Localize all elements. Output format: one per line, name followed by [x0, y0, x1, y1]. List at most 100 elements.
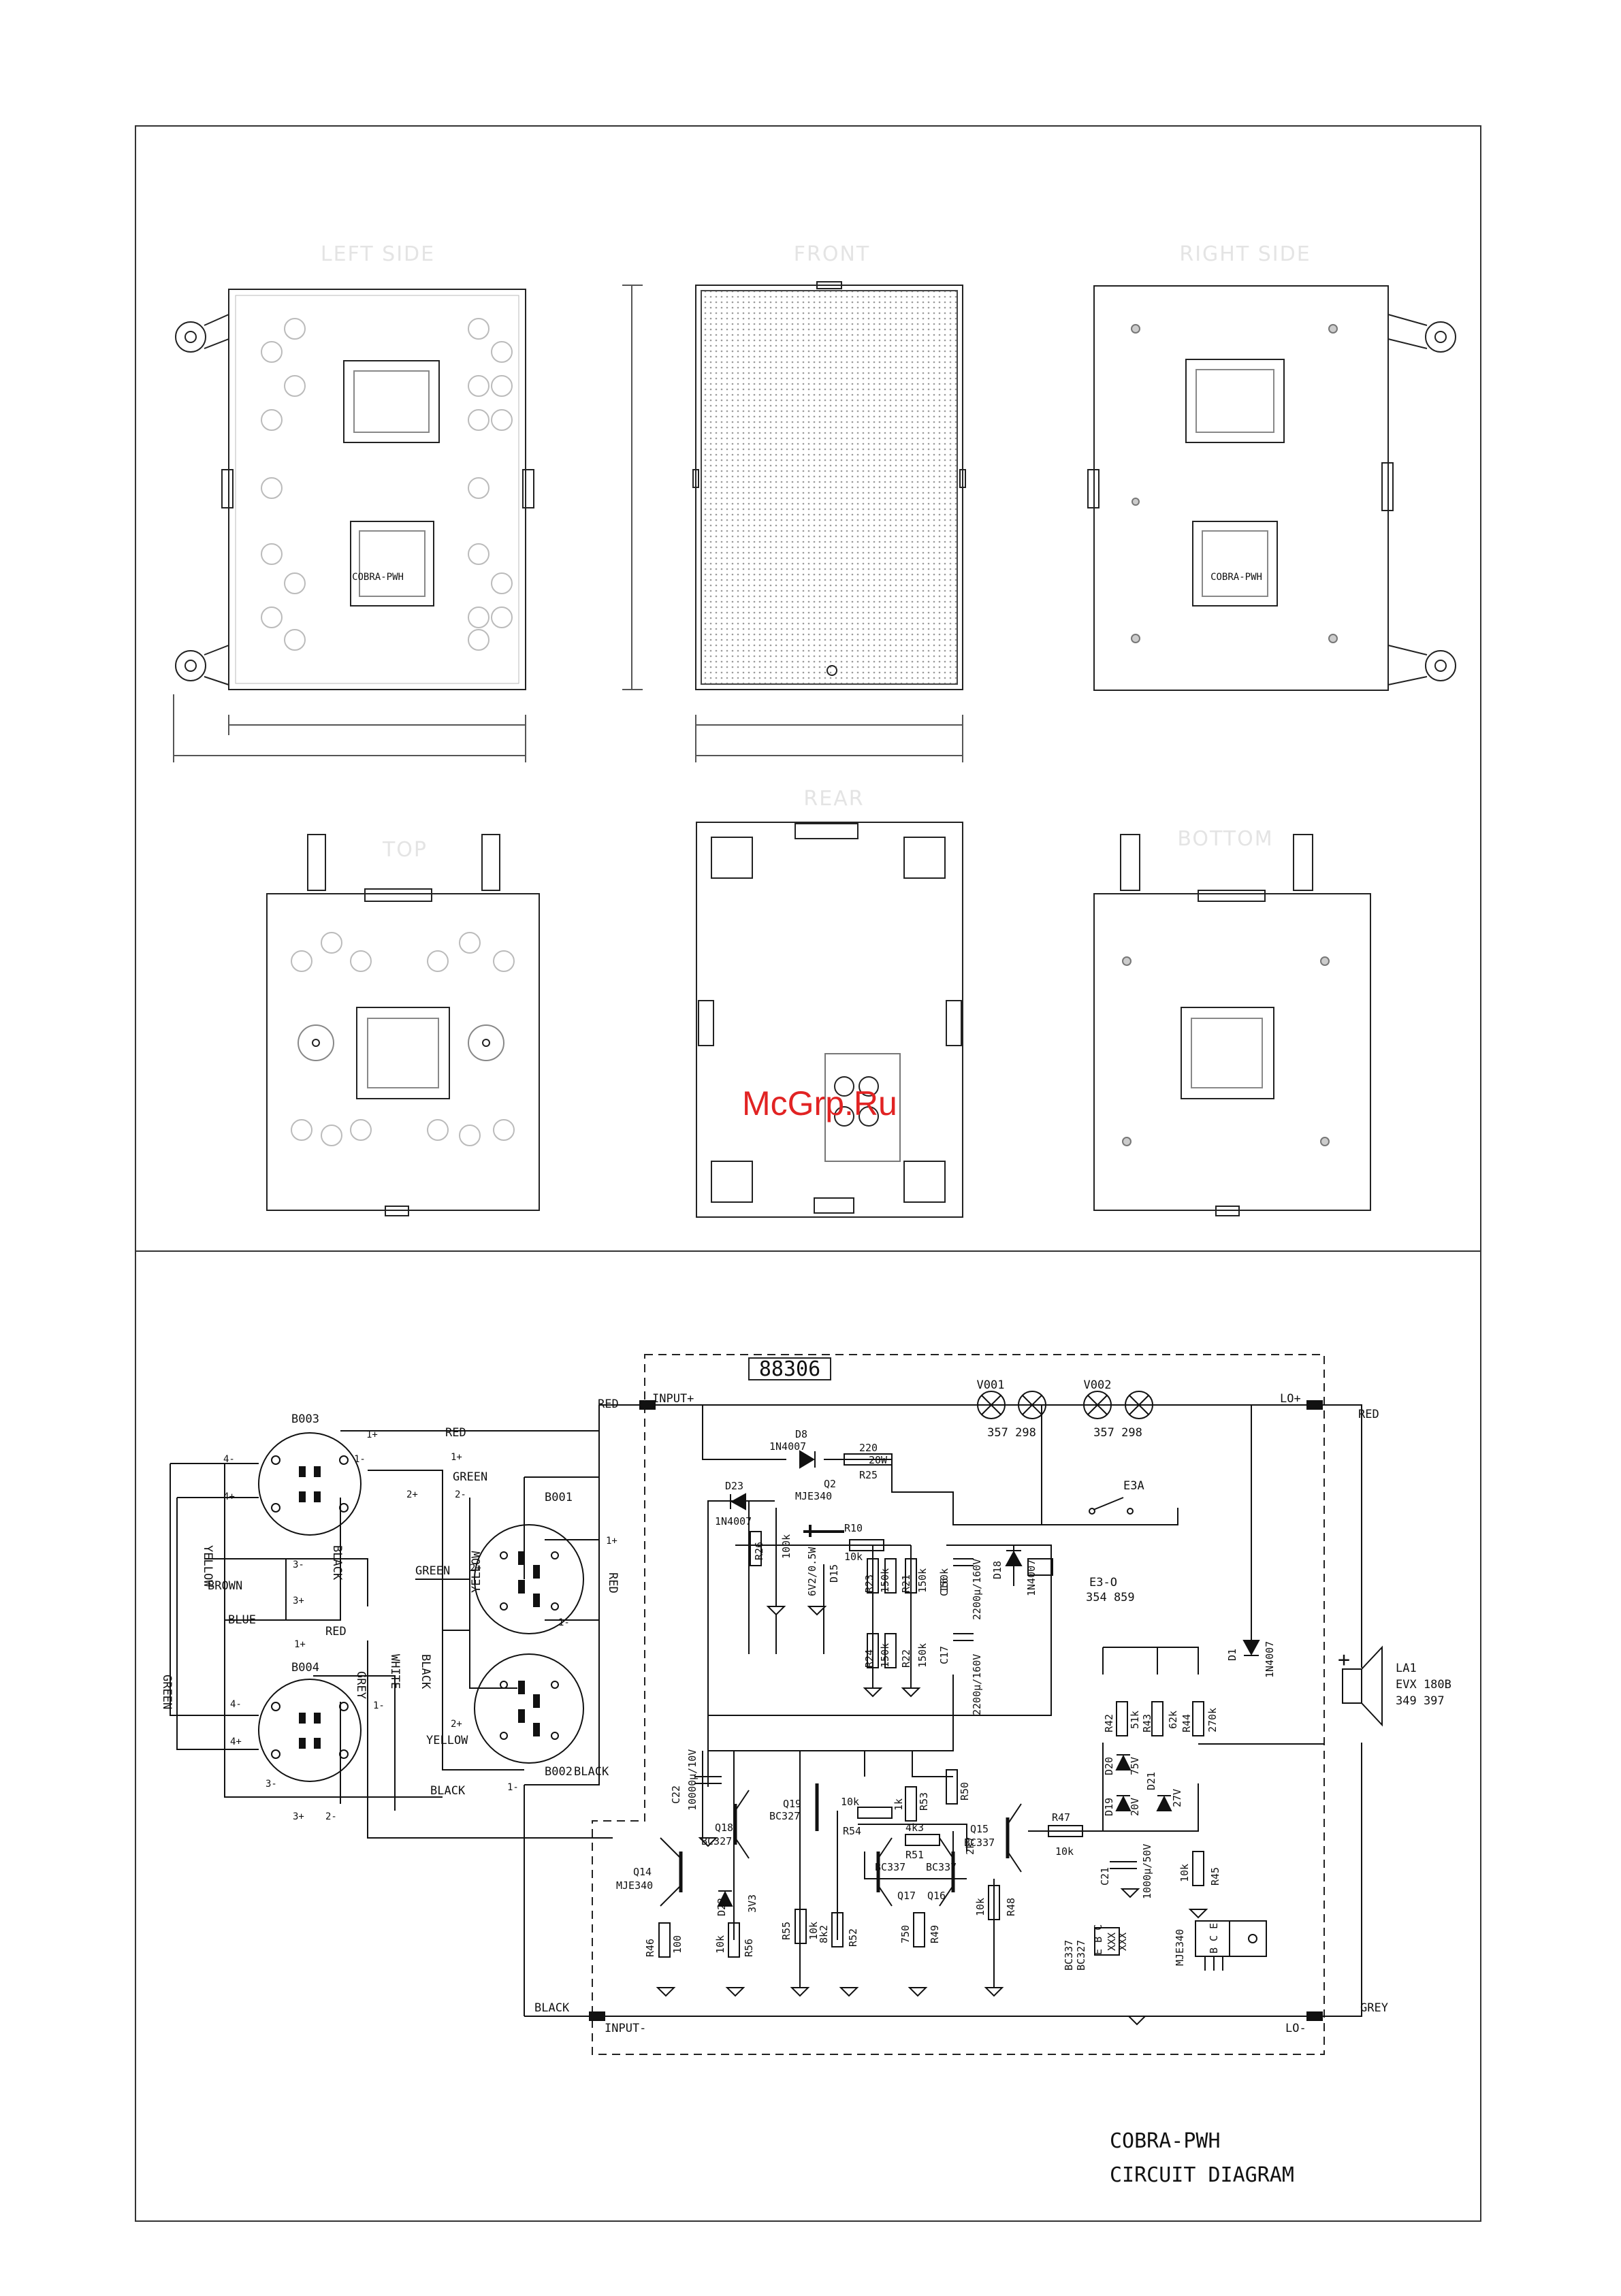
label-r26-value: 100k: [780, 1534, 792, 1559]
wire-black-b002: BLACK: [574, 1765, 609, 1779]
label-q17: Q17: [897, 1890, 916, 1902]
label-r56-value: 10k: [714, 1935, 726, 1954]
label-d8-value: 1N4007: [769, 1440, 806, 1453]
label-pkg-xxx-1: XXX: [1106, 1933, 1118, 1951]
title-line-2: CIRCUIT DIAGRAM: [1110, 2163, 1294, 2187]
label-q16: Q16: [927, 1890, 946, 1902]
top-view: [266, 834, 540, 1216]
label-r53-value: 1k: [893, 1798, 905, 1811]
connector-b004-label: B004: [291, 1661, 319, 1675]
label-pin-ebc: E B C: [1092, 1924, 1104, 1955]
connector-b003: [258, 1432, 362, 1536]
label-q15-value: BC337: [964, 1837, 995, 1849]
pin-b004-4m: 4-: [230, 1699, 242, 1710]
label-c16-value: 2200µ/160V: [971, 1559, 983, 1620]
label-d8: D8: [795, 1428, 807, 1440]
pin-b004-1m: 1-: [373, 1700, 385, 1711]
label-q2: Q2: [824, 1478, 836, 1490]
label-r56: R56: [743, 1939, 755, 1957]
port-input-minus: INPUT-: [605, 2022, 646, 2035]
front-view: [622, 281, 966, 762]
label-d15: D15: [828, 1564, 840, 1583]
label-q2-value: MJE340: [795, 1490, 832, 1502]
pin-b004-4p: 4+: [230, 1736, 242, 1747]
pin-b001-1m: 1-: [558, 1617, 570, 1628]
pin-b001-1p-r: 1+: [606, 1536, 617, 1547]
label-d19-value: 20V: [1129, 1798, 1141, 1816]
wire-red-input: RED: [598, 1397, 619, 1411]
label-c22-value: 10000µ/10V: [686, 1749, 699, 1811]
label-d1: D1: [1226, 1649, 1238, 1661]
label-d22: D22: [716, 1898, 728, 1916]
pin-b002-1m: 1-: [507, 1782, 519, 1793]
lamp-v001-code: 357 298: [987, 1426, 1036, 1440]
right-side-view: [1087, 285, 1456, 691]
label-pkg-xxx-2: XXX: [1117, 1933, 1129, 1951]
label-r50: R50: [959, 1782, 971, 1800]
label-r45-value: 10k: [1178, 1864, 1191, 1882]
pin-b003-4m: 4-: [223, 1454, 235, 1465]
label-c17: C17: [938, 1646, 950, 1664]
lamp-v001-label: V001: [977, 1378, 1005, 1392]
pin-b004-3p: 3+: [293, 1811, 304, 1822]
wire-green-mid: GREEN: [415, 1564, 450, 1578]
connector-b001: [474, 1524, 584, 1634]
label-r46: R46: [644, 1939, 656, 1957]
wire-red-b003: RED: [445, 1426, 466, 1440]
label-r46-value: 100: [671, 1935, 684, 1954]
label-d15-value: 6V2/0.5W: [806, 1547, 818, 1596]
speaker-model: EVX 180B: [1396, 1678, 1451, 1692]
label-right-side: RIGHT SIDE: [1179, 242, 1311, 266]
label-r21: R21: [900, 1574, 912, 1593]
label-q18: Q18: [715, 1822, 733, 1834]
wire-yellow-b001: YELLOW: [470, 1551, 483, 1593]
connector-b002: [474, 1653, 584, 1764]
label-r51: R51: [905, 1849, 924, 1861]
label-r53: R53: [918, 1792, 930, 1811]
label-pin-bce: B C E: [1208, 1923, 1220, 1954]
wire-black-b003: BLACK: [330, 1545, 344, 1581]
pin-b004-2m: 2-: [325, 1811, 337, 1822]
port-lo-plus: LO+: [1280, 1392, 1301, 1406]
connector-b001-label: B001: [545, 1491, 573, 1504]
pin-b004-1p: 1+: [294, 1639, 306, 1650]
component-symbols: [589, 1391, 1383, 2026]
connector-b002-label: B002: [545, 1765, 573, 1779]
wire-yellow-left: YELLOW: [201, 1545, 214, 1587]
label-r23: R23: [863, 1574, 876, 1593]
watermark: McGrp.Ru: [742, 1084, 897, 1122]
drawing-frame: [135, 125, 1481, 2222]
label-r51-value: 4k3: [905, 1822, 924, 1834]
pin-b004-3m: 3-: [266, 1779, 277, 1790]
pin-b003-1p: 1+: [366, 1429, 378, 1440]
pin-b001-1p: 1+: [451, 1452, 462, 1463]
label-r50-value: 2k7: [964, 1837, 976, 1855]
label-d19: D19: [1103, 1798, 1115, 1816]
label-q18-value: BC327: [701, 1835, 732, 1847]
label-q19-value: BC327: [769, 1810, 800, 1822]
label-r22: R22: [900, 1649, 912, 1668]
connectors: [258, 1432, 584, 1782]
label-d21-value: 27V: [1171, 1789, 1183, 1807]
label-r26: R26: [753, 1542, 765, 1560]
lamp-v002: [1083, 1391, 1153, 1419]
speaker-plus: +: [1338, 1648, 1350, 1672]
label-q17-value: BC337: [875, 1861, 905, 1873]
label-c16: C16: [938, 1578, 950, 1596]
label-r42-value: 51k: [1129, 1711, 1141, 1729]
wire-black-lower: BLACK: [430, 1784, 466, 1798]
label-r10-value: 10k: [844, 1551, 863, 1563]
label-r42: R42: [1103, 1714, 1115, 1732]
port-lo-minus: LO-: [1285, 2022, 1306, 2035]
label-c21-value: 1000µ/50V: [1141, 1844, 1153, 1899]
label-d1-value: 1N4007: [1264, 1641, 1276, 1678]
label-bc327-pkg: BC327: [1075, 1940, 1087, 1971]
handle-markings: COBRA-PWH COBRA-PWH: [352, 572, 1262, 583]
label-d23: D23: [725, 1480, 743, 1492]
label-r10: R10: [844, 1522, 863, 1534]
label-c22: C22: [670, 1785, 682, 1804]
label-r48: R48: [1005, 1898, 1017, 1916]
label-r24-value: 150k: [879, 1643, 891, 1668]
connector-b003-label: B003: [291, 1412, 319, 1426]
wire-blue: BLUE: [228, 1613, 256, 1627]
